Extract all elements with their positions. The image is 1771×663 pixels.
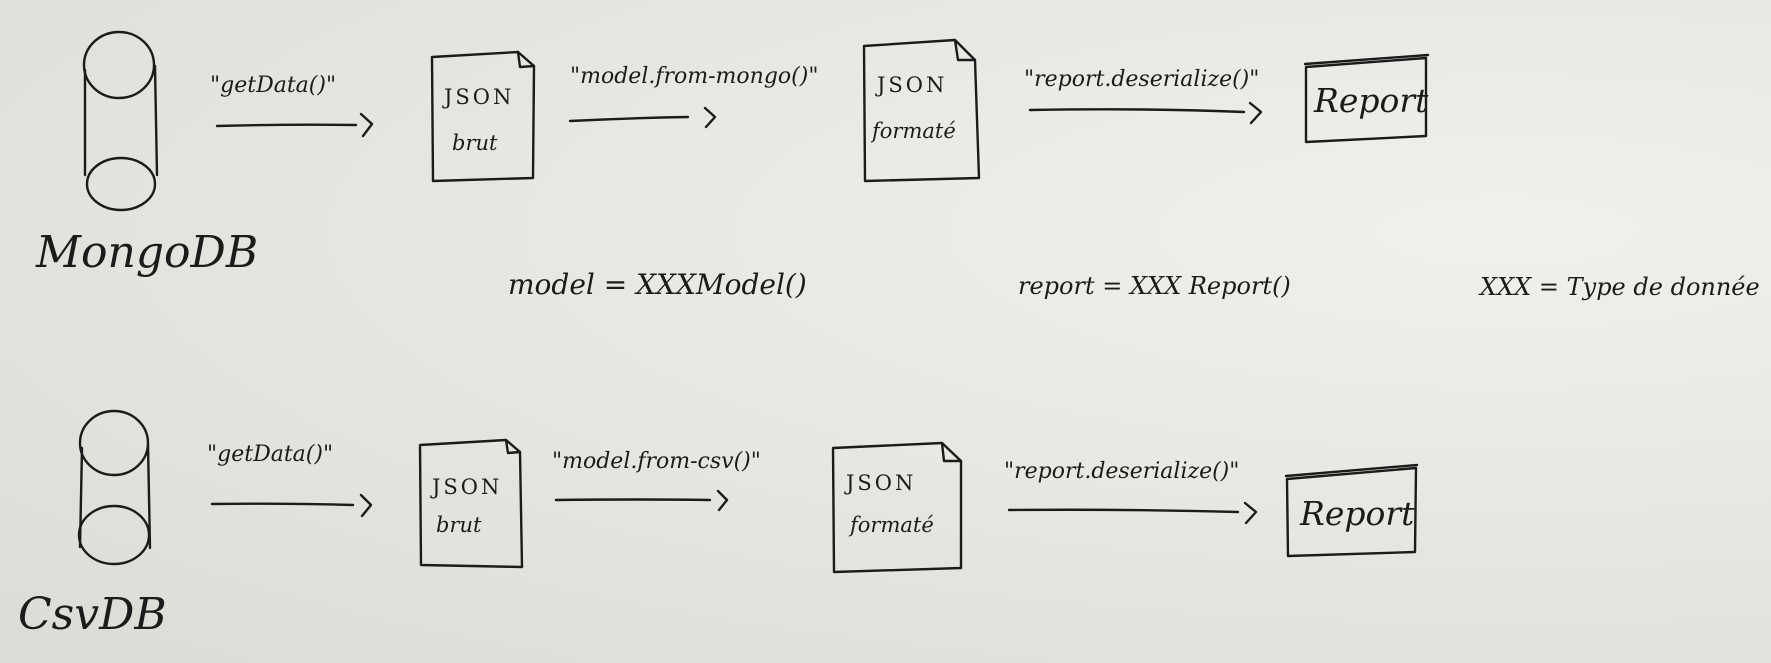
mongodb-model-call-label: "model.from-mongo()" xyxy=(570,64,818,89)
csvdb-report-arrow-icon xyxy=(1007,501,1258,525)
csvdb-report-label: Report xyxy=(1299,494,1415,533)
csvdb-label: CsvDB xyxy=(18,589,167,640)
csvdb-database-icon xyxy=(77,409,152,566)
mongodb-model-arrow-icon xyxy=(568,106,717,129)
row-csvdb: CsvDB "getData()" JSON brut "model.from-… xyxy=(18,409,1419,640)
csvdb-formatted-doc-subtitle: formaté xyxy=(848,513,934,537)
mongodb-raw-doc-subtitle: brut xyxy=(452,131,498,155)
csvdb-model-arrow-icon xyxy=(554,489,729,512)
csvdb-report-call-label: "report.deserialize()" xyxy=(1004,459,1239,484)
csvdb-raw-doc-subtitle: brut xyxy=(436,513,482,537)
csvdb-raw-doc-title: JSON xyxy=(430,475,502,499)
csvdb-getdata-arrow-icon xyxy=(210,493,373,518)
mongodb-formatted-doc-subtitle: formaté xyxy=(870,119,956,143)
mongodb-report-label: Report xyxy=(1313,81,1429,120)
report-assignment-note: report = XXX Report() xyxy=(1018,272,1291,300)
csvdb-formatted-json-doc: JSON formaté xyxy=(831,441,963,574)
csvdb-formatted-doc-title: JSON xyxy=(844,471,916,495)
mongodb-database-icon xyxy=(82,30,159,212)
mongodb-report-call-label: "report.deserialize()" xyxy=(1024,67,1259,92)
row-mongodb: MongoDB "getData()" JSON brut "model.fro… xyxy=(35,30,1430,278)
mongodb-getdata-label: "getData()" xyxy=(210,73,336,98)
mongodb-formatted-doc-title: JSON xyxy=(875,73,947,97)
mongodb-label: MongoDB xyxy=(35,227,258,278)
mongodb-raw-doc-title: JSON xyxy=(442,85,514,109)
csvdb-model-call-label: "model.from-csv()" xyxy=(552,449,761,474)
mongodb-report-arrow-icon xyxy=(1028,101,1263,125)
mongodb-formatted-json-doc: JSON formaté xyxy=(862,38,981,183)
mongodb-raw-json-doc: JSON brut xyxy=(430,50,536,183)
csvdb-report-box: Report xyxy=(1284,463,1419,558)
xxx-legend-note: XXX = Type de donnée xyxy=(1478,273,1760,301)
mongodb-getdata-arrow-icon xyxy=(215,112,374,138)
csvdb-getdata-label: "getData()" xyxy=(207,442,333,467)
model-assignment-note: model = XXXModel() xyxy=(508,268,807,301)
mongodb-report-box: Report xyxy=(1303,53,1430,144)
csvdb-raw-json-doc: JSON brut xyxy=(418,438,524,569)
